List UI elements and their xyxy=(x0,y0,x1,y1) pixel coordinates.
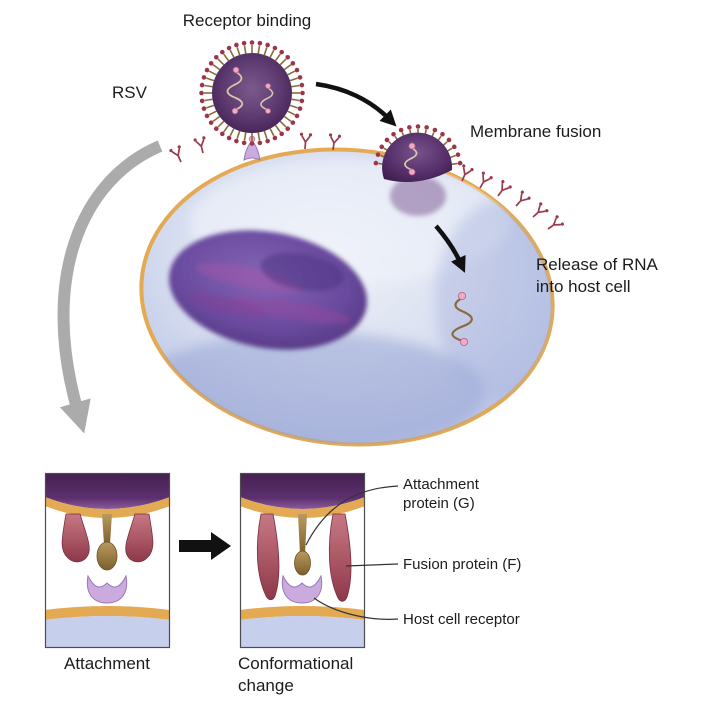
fusion-protein-folded-left xyxy=(61,513,90,563)
conformational-caption-line2: change xyxy=(238,676,294,695)
host-cytoplasm xyxy=(240,616,365,648)
rna-tip xyxy=(459,337,469,347)
release-rna-label-line2: into host cell xyxy=(536,277,631,296)
membrane-fusion-site xyxy=(373,124,463,182)
host-cell-receptor-label: Host cell receptor xyxy=(403,611,520,628)
viral-membrane-band xyxy=(240,497,365,518)
rna-tip xyxy=(457,291,467,301)
host-cytoplasm xyxy=(45,616,170,648)
attachment-protein-label-line1: Attachment xyxy=(403,476,480,493)
conformational-box-frame xyxy=(239,472,366,649)
host-membrane-band xyxy=(45,606,170,620)
fusing-virus-rna xyxy=(404,147,418,171)
attachment-caption: Attachment xyxy=(64,654,150,673)
attachment-box-frame xyxy=(44,472,171,649)
stage-arrow xyxy=(179,532,231,560)
host-membrane-receptors xyxy=(169,132,564,230)
rsv-label: RSV xyxy=(112,83,148,102)
attachment-protein-head xyxy=(96,541,118,571)
attachment-protein-label-line2: protein (G) xyxy=(403,495,475,512)
membrane-fusion-label: Membrane fusion xyxy=(470,122,601,141)
rsv-rna-strand xyxy=(260,87,274,111)
viral-envelope-band xyxy=(45,473,170,509)
rna-tip xyxy=(265,108,271,114)
rna-strand xyxy=(451,297,473,343)
attachment-protein-stalk xyxy=(102,514,112,544)
host-cell-receptor-shape xyxy=(243,140,261,161)
released-rna xyxy=(451,291,473,347)
rna-tip xyxy=(231,107,239,115)
fusion-to-release-arrow xyxy=(434,224,466,273)
host-cell-receptor-shape xyxy=(281,574,323,604)
conformational-caption-line1: Conformational xyxy=(238,654,353,673)
rna-tip xyxy=(265,83,271,89)
host-receptor-leader-line xyxy=(313,597,399,620)
binding-to-fusion-arrow xyxy=(315,81,397,127)
host-membrane-band xyxy=(240,606,365,620)
conformational-change-box xyxy=(239,472,366,649)
zoom-arrow xyxy=(57,140,163,434)
rsv-surface-spikes xyxy=(199,40,305,146)
viral-membrane-band xyxy=(45,497,170,518)
receptor-binding-label: Receptor binding xyxy=(183,11,312,30)
attachment-protein-stalk xyxy=(298,514,307,554)
attachment-protein-head xyxy=(294,550,311,576)
fusion-protein-leader-line xyxy=(345,563,399,567)
rna-tip xyxy=(408,142,416,150)
rsv-virion xyxy=(199,40,305,146)
nucleus xyxy=(169,230,367,350)
fusing-virus-body xyxy=(382,132,453,182)
rna-tip xyxy=(232,66,240,74)
attachment-box xyxy=(44,472,171,649)
fusion-protein-extended-right xyxy=(328,513,352,602)
rna-tip xyxy=(408,168,416,176)
host-cell-receptor-shape xyxy=(86,574,128,604)
release-rna-label-line1: Release of RNA xyxy=(536,255,659,274)
viral-content-haze xyxy=(390,176,446,216)
attachment-protein-leader-line xyxy=(305,485,399,546)
fusion-protein-folded-right xyxy=(125,513,154,563)
fusion-protein-extended-left xyxy=(256,513,280,601)
rsv-envelope xyxy=(212,53,292,133)
viral-envelope-band xyxy=(240,473,365,509)
fusion-protein-label: Fusion protein (F) xyxy=(403,556,521,573)
rsv-rna-strand xyxy=(226,71,244,111)
